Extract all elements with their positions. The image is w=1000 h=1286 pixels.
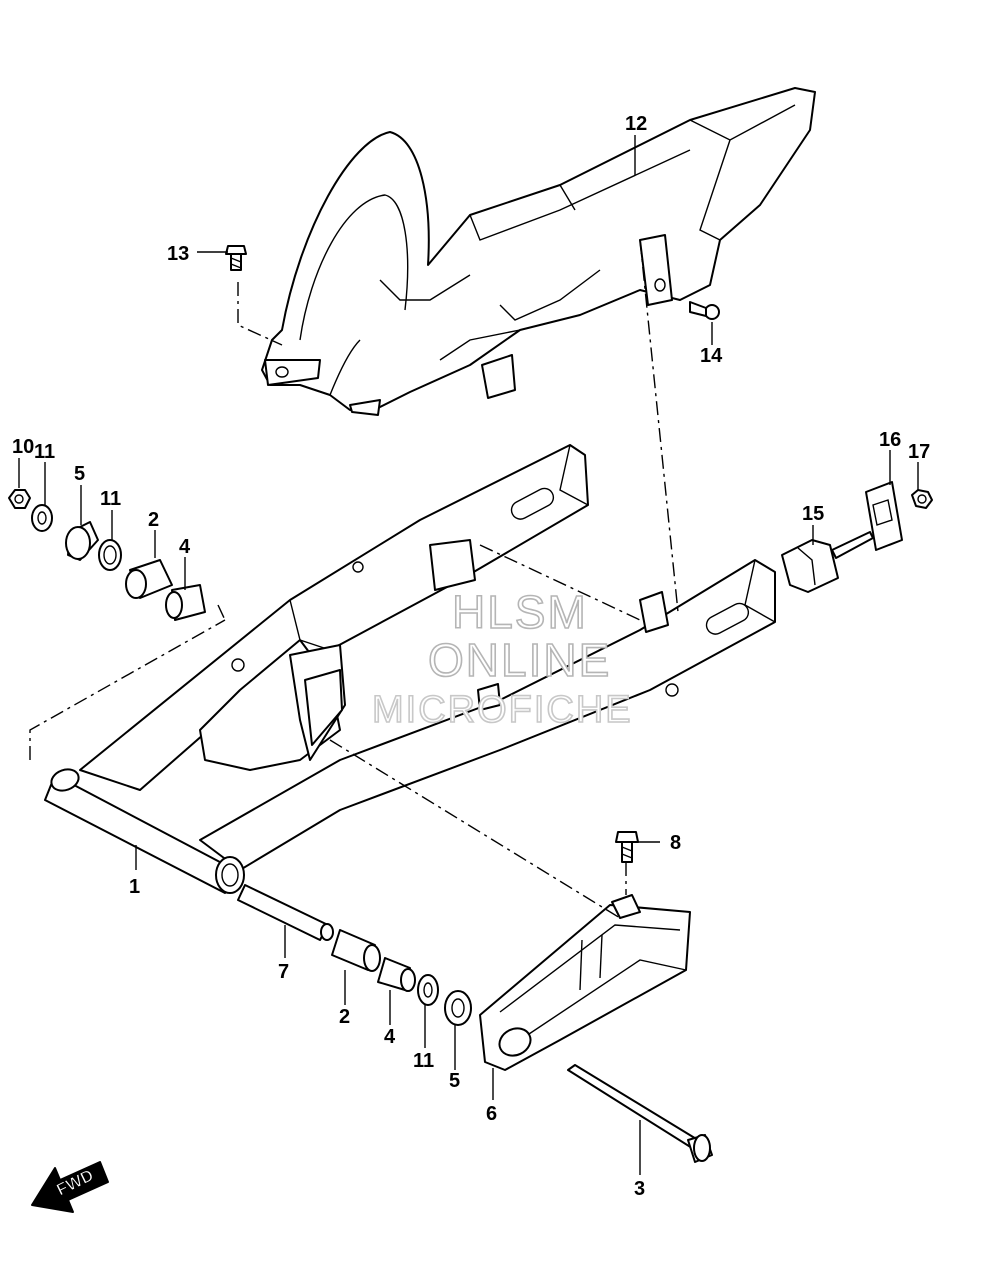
label-10: 11 bbox=[34, 441, 55, 463]
label-6: 6 bbox=[486, 1103, 497, 1125]
label-11-top: 11 bbox=[100, 488, 121, 510]
fwd-arrow-icon: FWD bbox=[31, 1161, 109, 1213]
watermark-line1: HLSM bbox=[452, 586, 588, 638]
label-4-bottom: 4 bbox=[384, 1026, 396, 1048]
bolt-13 bbox=[225, 245, 247, 271]
bolt-8 bbox=[615, 831, 639, 863]
assembly-lines bbox=[29, 239, 679, 919]
label-3: 3 bbox=[634, 1178, 645, 1200]
chain-adjuster-parts bbox=[781, 481, 933, 593]
label-2-bottom: 2 bbox=[339, 1006, 350, 1028]
watermark-line2: ONLINE bbox=[428, 634, 611, 686]
right-pivot-hardware bbox=[237, 884, 472, 1026]
label-5-bottom: 5 bbox=[449, 1070, 460, 1092]
label-7: 7 bbox=[278, 961, 289, 983]
watermark-line3: MICROFICHE bbox=[372, 689, 633, 731]
label-9: 10 bbox=[12, 436, 34, 458]
screw-14 bbox=[689, 301, 720, 320]
swingarm bbox=[44, 444, 776, 894]
label-8: 8 bbox=[670, 832, 681, 854]
label-12: 12 bbox=[625, 113, 647, 135]
chain-slider bbox=[479, 894, 691, 1071]
left-pivot-hardware bbox=[8, 489, 206, 621]
label-5-top: 5 bbox=[74, 463, 85, 485]
label-11-bottom: 11 bbox=[413, 1050, 434, 1072]
label-17: 17 bbox=[908, 441, 930, 463]
axle-bolt bbox=[567, 1064, 713, 1163]
label-13: 13 bbox=[167, 243, 189, 265]
label-16: 16 bbox=[879, 429, 901, 451]
label-1: 1 bbox=[129, 876, 140, 898]
chain-guard-fender bbox=[261, 87, 816, 416]
label-14: 14 bbox=[700, 345, 723, 367]
callout-labels: 12 13 14 10 11 5 11 2 4 15 16 17 1 8 7 2… bbox=[12, 113, 930, 1200]
leader-lines bbox=[18, 135, 919, 1175]
watermark: HLSM ONLINE MICROFICHE bbox=[371, 585, 633, 732]
label-15: 15 bbox=[802, 503, 824, 525]
label-4-top: 4 bbox=[179, 536, 191, 558]
label-2-top: 2 bbox=[148, 509, 159, 531]
